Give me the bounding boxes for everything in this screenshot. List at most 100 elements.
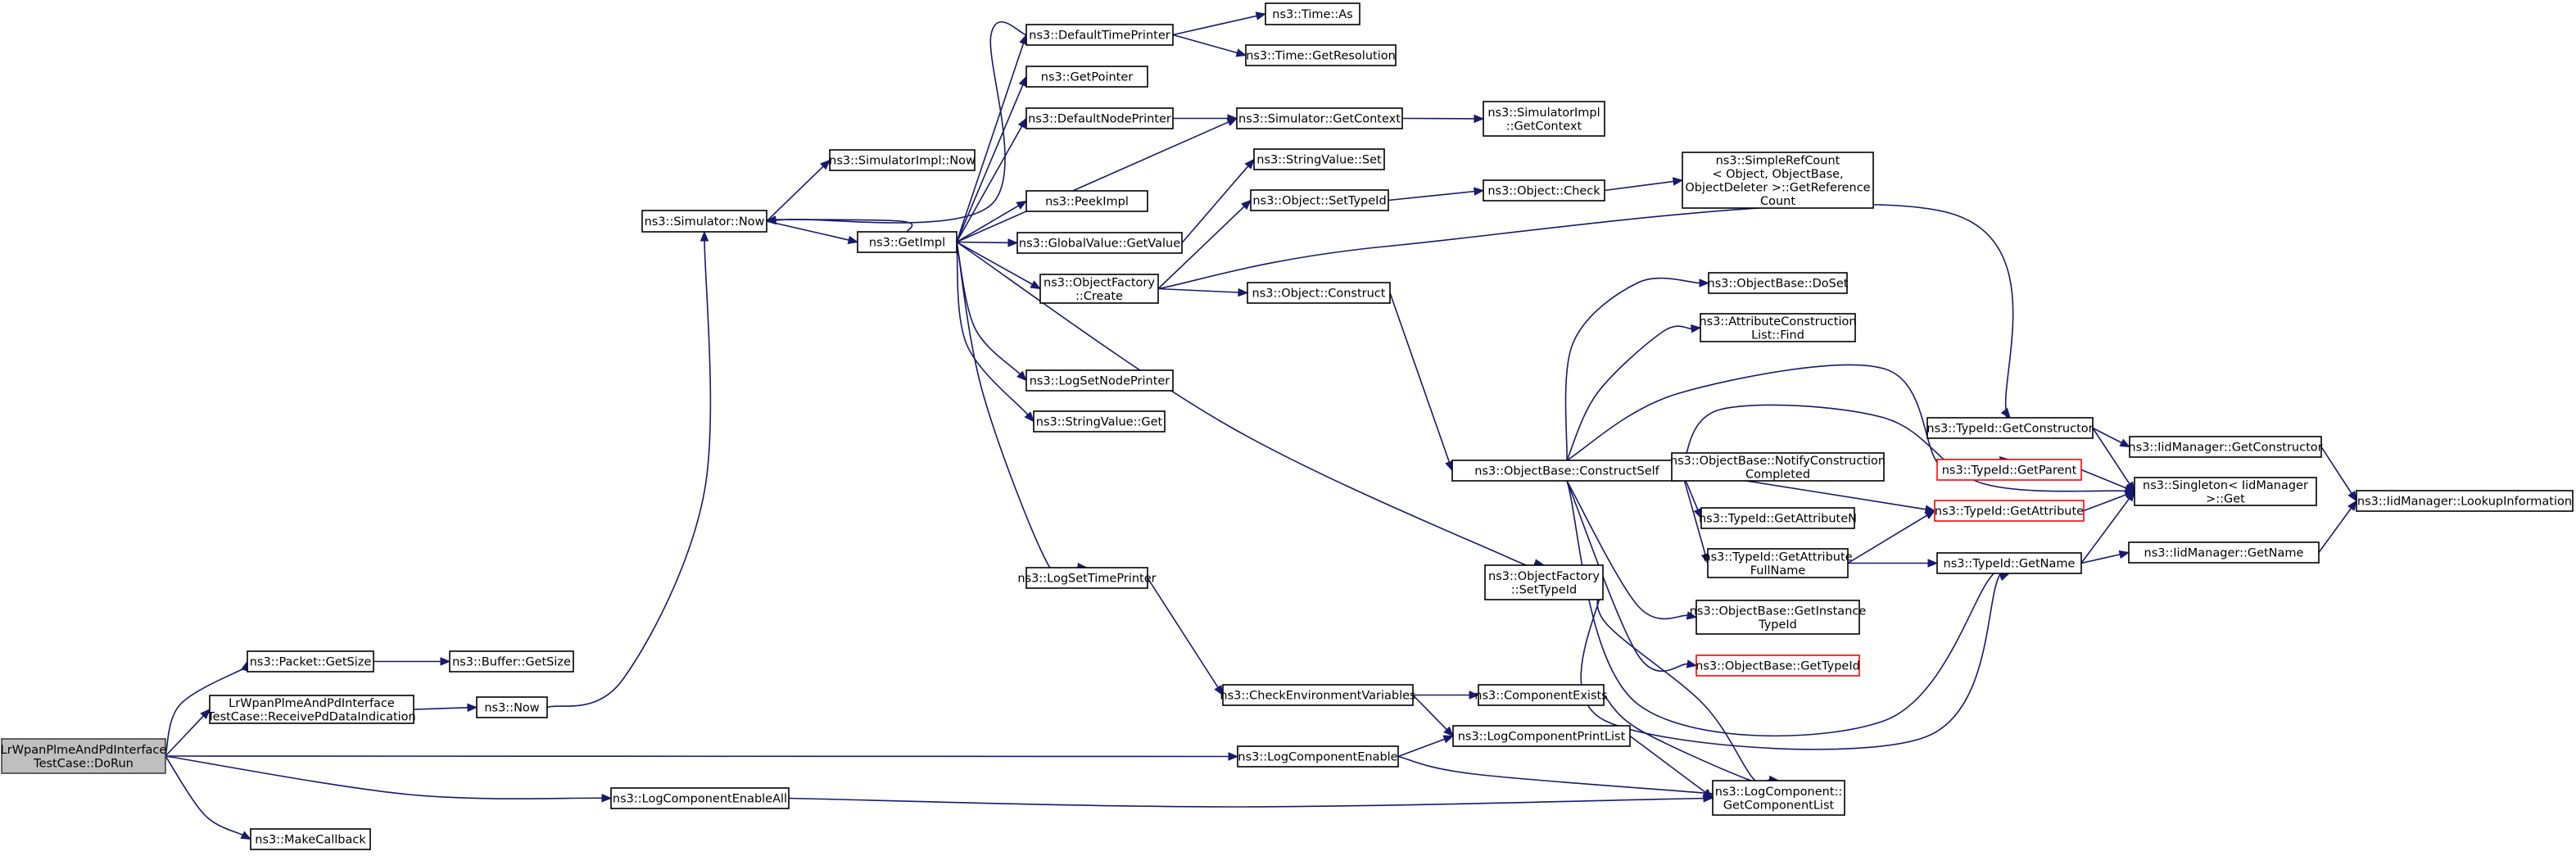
node-iidmanager-getconstructor[interactable]: ns3::IidManager::GetConstructor (2128, 436, 2323, 458)
node-box (2129, 436, 2322, 458)
node-objectbase-gettypeid[interactable]: ns3::ObjectBase::GetTypeId (1695, 654, 1860, 677)
node-label-line: ns3::ObjectBase::DoSet (1708, 278, 1849, 291)
node-label-line: ns3::LogSetTimePrinter (1017, 573, 1156, 586)
node-box (1478, 684, 1605, 706)
node-label-line: ns3::LogComponentEnableAll (613, 793, 787, 806)
node-box (1265, 2, 1360, 25)
edge-line (767, 21, 1027, 224)
node-label-line: ::SetTypeId (1511, 583, 1577, 596)
edge-line (788, 797, 1727, 808)
edge-line (956, 125, 1023, 242)
node-object-check[interactable]: ns3::Object::Check (1483, 179, 1605, 202)
edge-line (1681, 404, 2126, 492)
node-label-line: Count (1760, 195, 1795, 208)
edge-typeid-getattr-fullname-to-typeid-getattribute (1847, 510, 1936, 564)
node-simplerefcount[interactable]: ns3::SimpleRefCount< Object, ObjectBase,… (1682, 152, 1874, 209)
node-box (1926, 417, 2094, 439)
node-time-as[interactable]: ns3::Time::As (1265, 2, 1360, 25)
edge-line (1397, 738, 1445, 758)
node-default-time-printer[interactable]: ns3::DefaultTimePrinter (1025, 24, 1174, 46)
node-typeid-getname[interactable]: ns3::TypeId::GetName (1936, 552, 2082, 574)
node-label-line: TestCase::DoRun (33, 757, 134, 770)
edge-line (1388, 190, 1475, 202)
node-label-line: ns3::ObjectBase::ConstructSelf (1474, 465, 1659, 478)
node-packet-getsize[interactable]: ns3::Packet::GetSize (247, 650, 374, 673)
edge-objfactory-create-to-object-settypeid (1157, 199, 1252, 290)
node-ns3-now[interactable]: ns3::Now (476, 696, 548, 718)
node-getpointer[interactable]: ns3::GetPointer (1025, 66, 1148, 88)
node-label-line: ns3::ObjectFactory (1488, 570, 1600, 583)
node-log-set-time-printer[interactable]: ns3::LogSetTimePrinter (1017, 567, 1157, 589)
node-typeid-getconstructor[interactable]: ns3::TypeId::GetConstructor (1926, 417, 2094, 439)
node-object-construct[interactable]: ns3::Object::Construct (1247, 282, 1391, 304)
node-objectbase-constructself[interactable]: ns3::ObjectBase::ConstructSelf (1451, 460, 1682, 482)
node-typeid-getattribute[interactable]: ns3::TypeId::GetAttribute (1934, 500, 2085, 522)
node-log-component-enable-all[interactable]: ns3::LogComponentEnableAll (610, 787, 790, 809)
node-buffer-getsize[interactable]: ns3::Buffer::GetSize (449, 650, 574, 673)
node-box (2128, 541, 2320, 564)
node-box (1039, 274, 1159, 304)
node-simimpl-now[interactable]: ns3::SimulatorImpl::Now (829, 149, 976, 171)
node-check-env-vars[interactable]: ns3::CheckEnvironmentVariables (1220, 684, 1416, 706)
node-label-line: >::Get (2206, 492, 2245, 505)
node-log-component-printlist[interactable]: ns3::LogComponentPrintList (1452, 725, 1631, 747)
node-log-component-getlist[interactable]: ns3::LogComponent::GetComponentList (1712, 780, 1845, 816)
node-box (641, 210, 767, 233)
node-iidmanager-getname[interactable]: ns3::IidManager::GetName (2128, 541, 2320, 564)
node-notify-construction[interactable]: ns3::ObjectBase::NotifyConstructionCompl… (1670, 452, 1886, 482)
node-globalvalue-getvalue[interactable]: ns3::GlobalValue::GetValue (1016, 232, 1183, 254)
edge-log-set-time-printer-to-check-env-vars (1147, 577, 1224, 696)
node-typeid-getattributen[interactable]: ns3::TypeId::GetAttributeN (1699, 507, 1857, 529)
node-log-component-enable[interactable]: ns3::LogComponentEnable (1237, 745, 1399, 768)
node-label-line: ns3::TypeId::GetAttribute (1935, 505, 2084, 519)
node-objectbase-doset[interactable]: ns3::ObjectBase::DoSet (1708, 272, 1849, 294)
node-stringvalue-get[interactable]: ns3::StringValue::Get (1033, 410, 1166, 433)
node-box (1025, 567, 1148, 589)
node-getimpl[interactable]: ns3::GetImpl (857, 231, 958, 253)
node-time-getres[interactable]: ns3::Time::GetResolution (1245, 44, 1397, 66)
edge-getimpl-to-sim-now (765, 215, 913, 233)
node-object-settypeid[interactable]: ns3::Object::SetTypeId (1250, 189, 1389, 211)
edge-check-env-vars-to-log-component-printlist (1412, 694, 1454, 737)
node-box (1700, 313, 1856, 342)
node-iidmanager-lookupinfo[interactable]: ns3::IidManager::LookupInformation (2356, 490, 2574, 512)
node-box (1671, 452, 1885, 482)
edge-arrowhead (1255, 11, 1267, 20)
edge-root-to-make-callback (165, 755, 252, 840)
node-label-line: ns3::Simulator::Now (645, 215, 765, 229)
edge-root-to-receive-pd (165, 709, 211, 757)
node-component-exists[interactable]: ns3::ComponentExists (1474, 684, 1608, 706)
node-singleton-get[interactable]: ns3::Singleton< IidManager>::Get (2134, 477, 2317, 506)
node-sim-now[interactable]: ns3::Simulator::Now (641, 210, 767, 233)
node-box (1025, 190, 1148, 212)
edge-typeid-getname-to-iidmanager-getname (2080, 550, 2130, 564)
edge-log-component-enable-all-to-log-component-getlist (788, 794, 1727, 808)
edge-arrowhead (1238, 288, 1249, 297)
node-objfactory-settypeid[interactable]: ns3::ObjectFactory::SetTypeId (1484, 564, 1604, 600)
edge-line (2092, 428, 2130, 485)
edge-getimpl-to-sim-getcontext (956, 117, 1238, 243)
node-sim-getcontext[interactable]: ns3::Simulator::GetContext (1236, 107, 1403, 129)
edge-arrowhead (1030, 280, 1042, 290)
node-box (829, 149, 976, 171)
node-simimpl-getcontext[interactable]: ns3::SimulatorImpl::GetContext (1483, 101, 1605, 137)
edge-arrowhead (1699, 279, 1710, 288)
edge-line (956, 84, 1024, 242)
node-label-line: ns3::IidManager::LookupInformation (2357, 496, 2572, 509)
node-box (1682, 152, 1874, 209)
node-stringvalue-set[interactable]: ns3::StringValue::Set (1253, 148, 1385, 170)
edge-arrowhead (1927, 559, 1939, 568)
node-peekimpl[interactable]: ns3::PeekImpl (1025, 190, 1148, 212)
node-typeid-getparent[interactable]: ns3::TypeId::GetParent (1936, 459, 2082, 481)
node-default-node-printer[interactable]: ns3::DefaultNodePrinter (1025, 107, 1174, 129)
edge-arrowhead (1672, 177, 1684, 186)
node-receive-pd[interactable]: LrWpanPlmeAndPdInterfaceTestCase::Receiv… (206, 695, 416, 724)
node-log-set-node-printer[interactable]: ns3::LogSetNodePrinter (1025, 369, 1174, 392)
node-objfactory-create[interactable]: ns3::ObjectFactory::Create (1039, 274, 1159, 304)
edge-arrowhead (1443, 726, 1454, 737)
node-make-callback[interactable]: ns3::MakeCallback (250, 828, 371, 850)
